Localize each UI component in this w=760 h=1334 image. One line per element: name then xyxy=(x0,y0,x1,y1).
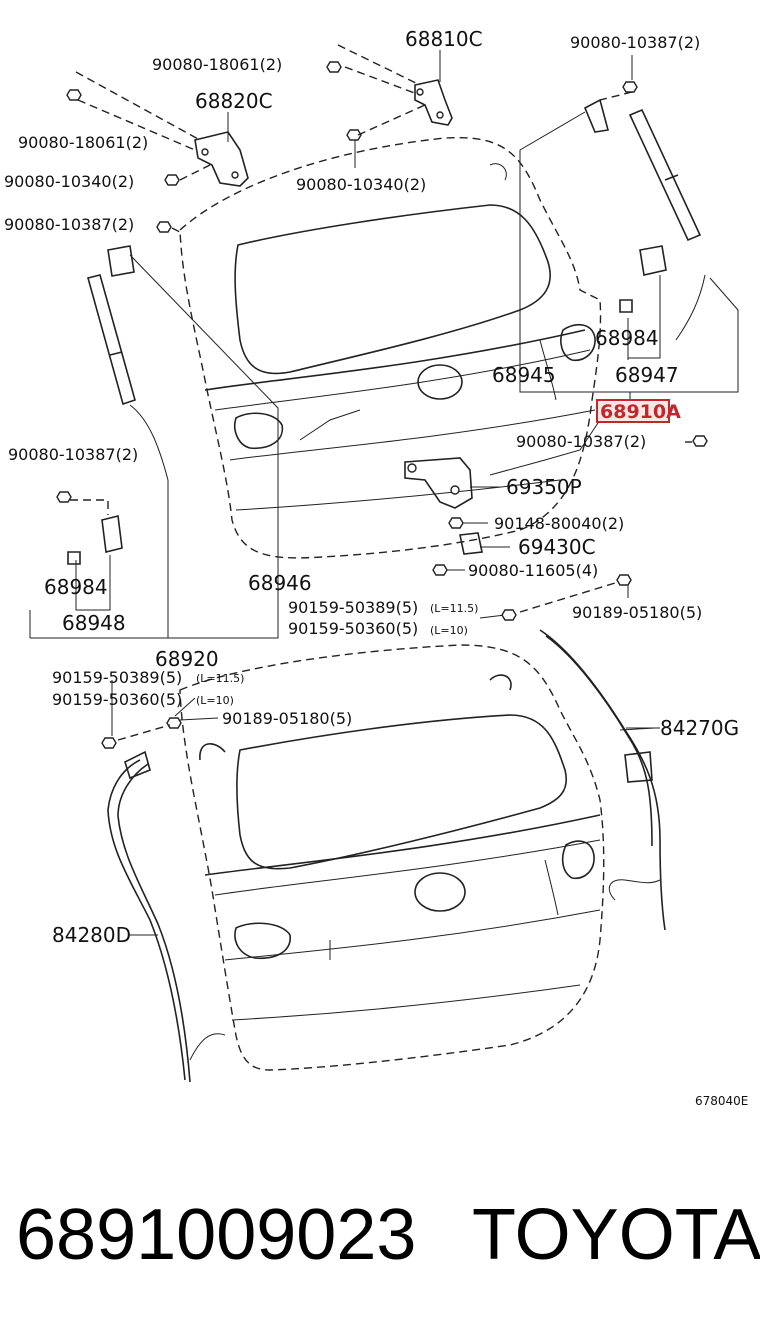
weatherstrip-right xyxy=(539,629,666,931)
hinge-left xyxy=(194,131,249,187)
label-90159-50389-right-length: (L=11.5) xyxy=(430,602,478,615)
parts-diagram: 68810C 90080-18061(2) 90080-10387(2) 688… xyxy=(4,27,748,1108)
gas-strut-right xyxy=(583,98,706,341)
label-69350P: 69350P xyxy=(506,475,582,499)
part-number: 6891009023 xyxy=(16,1195,417,1275)
label-68948: 68948 xyxy=(62,611,126,635)
label-84270G: 84270G xyxy=(660,716,739,740)
label-90080-18061-left: 90080-18061(2) xyxy=(18,133,148,152)
label-90189-05180-right: 90189-05180(5) xyxy=(572,603,702,622)
bumper-stops xyxy=(67,299,633,565)
label-68946: 68946 xyxy=(248,571,312,595)
hinge-right xyxy=(414,79,453,126)
label-90080-11605: 90080-11605(4) xyxy=(468,561,598,580)
leader-lines xyxy=(29,44,739,639)
label-90159-50389-left-length: (L=11.5) xyxy=(196,672,244,685)
label-90159-50360-left: 90159-50360(5) xyxy=(52,690,182,709)
back-door-lower xyxy=(179,644,605,1071)
label-68947: 68947 xyxy=(615,363,679,387)
label-90159-50360-left-length: (L=10) xyxy=(196,694,234,707)
label-68910A: 68910A xyxy=(600,401,681,423)
label-90159-50360-right-length: (L=10) xyxy=(430,624,468,637)
label-68984-left: 68984 xyxy=(44,575,108,599)
bolts-upper xyxy=(56,61,708,503)
label-68920: 68920 xyxy=(155,647,219,671)
label-90159-50360-right: 90159-50360(5) xyxy=(288,619,418,638)
label-68984-right: 68984 xyxy=(595,326,659,350)
callout-labels: 68810C 90080-18061(2) 90080-10387(2) 688… xyxy=(4,27,748,1108)
label-68945: 68945 xyxy=(492,363,556,387)
gas-strut-left xyxy=(87,245,169,481)
label-90148-80040: 90148-80040(2) xyxy=(494,514,624,533)
footer: 6891009023 TOYOTA xyxy=(0,1180,760,1290)
diagram-code: 678040E xyxy=(695,1094,748,1108)
brand-name: TOYOTA xyxy=(472,1195,760,1275)
highlight-box xyxy=(596,399,670,423)
label-84280D: 84280D xyxy=(52,923,131,947)
weatherstrip-left xyxy=(107,750,226,1083)
label-90080-10340-mid: 90080-10340(2) xyxy=(296,175,426,194)
label-90080-10387-left: 90080-10387(2) xyxy=(4,215,134,234)
label-69430C: 69430C xyxy=(518,535,596,559)
label-90080-10387-lower: 90080-10387(2) xyxy=(8,445,138,464)
label-90080-10387-mid: 90080-10387(2) xyxy=(516,432,646,451)
label-90080-10340-left: 90080-10340(2) xyxy=(4,172,134,191)
label-90080-18061-top: 90080-18061(2) xyxy=(152,55,282,74)
label-90189-05180-left: 90189-05180(5) xyxy=(222,709,352,728)
label-68820C: 68820C xyxy=(195,89,273,113)
label-90159-50389-left: 90159-50389(5) xyxy=(52,668,182,687)
label-90080-10387-topright: 90080-10387(2) xyxy=(570,33,700,52)
bolts-lower xyxy=(101,680,660,936)
label-68810C: 68810C xyxy=(405,27,483,51)
label-90159-50389-right: 90159-50389(5) xyxy=(288,598,418,617)
latch-assembly xyxy=(404,457,483,576)
